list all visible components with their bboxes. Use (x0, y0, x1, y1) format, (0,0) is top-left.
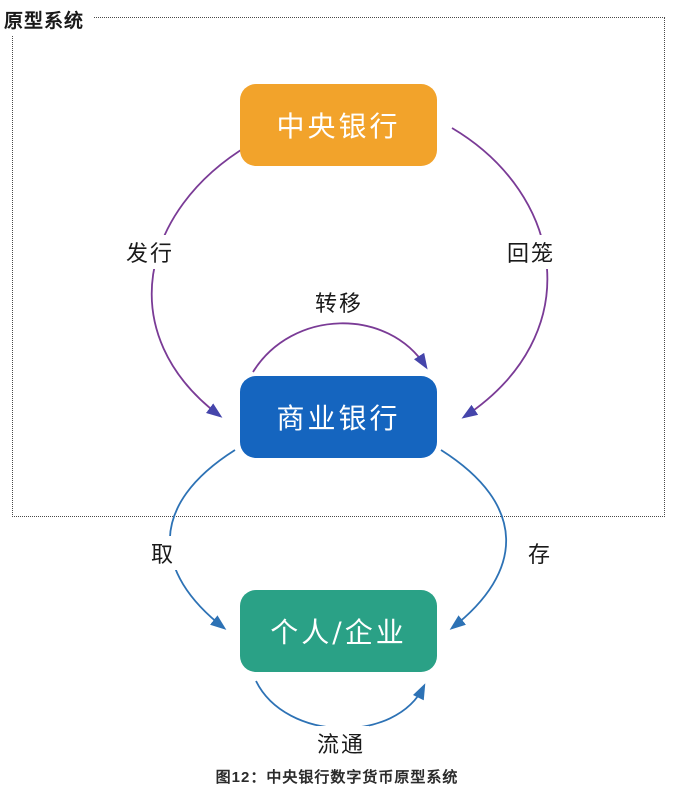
central-bank-node: 中央银行 (240, 84, 437, 166)
recall-arrow (451, 127, 549, 419)
withdraw-arrow (169, 449, 236, 630)
transfer-arrow (252, 322, 428, 373)
issue-edge-label: 发行 (121, 235, 179, 269)
prototype-system-boundary (12, 17, 665, 517)
circulate-arrow (255, 680, 426, 730)
central-bank-label: 中央银行 (276, 110, 401, 143)
circulate-edge-label: 流通 (312, 726, 370, 760)
individual-enterprise-label: 个人/企业 (270, 616, 407, 649)
deposit-arrow (440, 449, 507, 630)
figure-caption: 图12：中央银行数字货币原型系统 (215, 769, 459, 786)
recall-edge-label: 回笼 (502, 235, 560, 269)
deposit-edge-label: 存 (523, 536, 557, 570)
issue-arrow (150, 144, 250, 418)
commercial-bank-label: 商业银行 (276, 402, 401, 435)
withdraw-edge-label: 取 (146, 536, 180, 570)
commercial-bank-node: 商业银行 (240, 376, 437, 458)
prototype-system-label: 原型系统 (2, 4, 95, 35)
individual-enterprise-node: 个人/企业 (240, 590, 437, 672)
transfer-edge-label: 转移 (310, 285, 368, 319)
